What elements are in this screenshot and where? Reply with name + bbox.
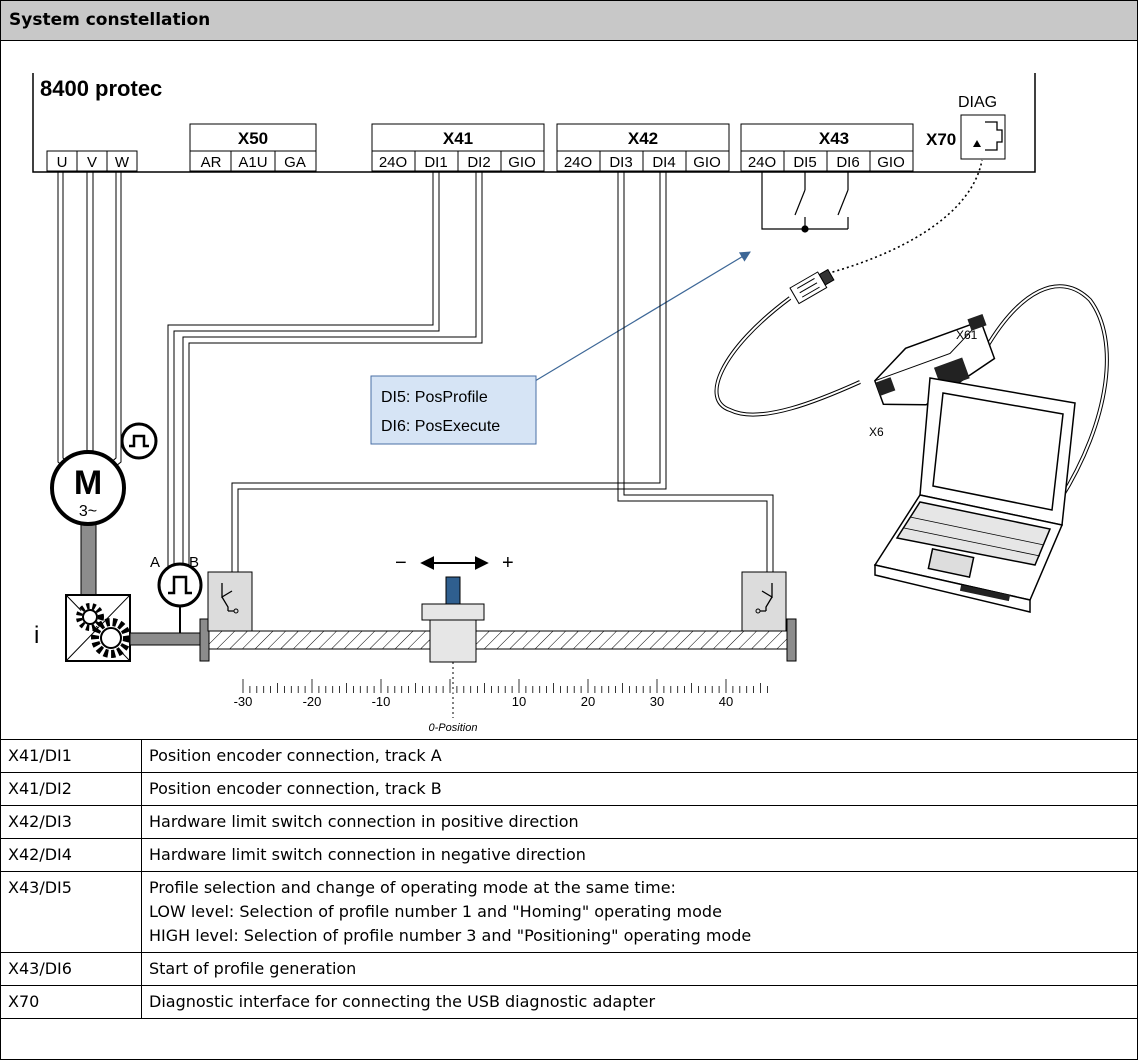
carriage	[421, 576, 485, 718]
scale-tick-label: -20	[303, 694, 322, 709]
gearbox: i	[34, 594, 131, 662]
section-title: System constellation	[9, 10, 211, 30]
signal-description: Start of profile generation	[141, 952, 1138, 986]
spindle-axis	[199, 618, 797, 662]
signal-description: Hardware limit switch connection in nega…	[141, 838, 1138, 872]
zero-position-label: 0-Position	[429, 722, 478, 734]
direction-minus: −	[395, 552, 407, 574]
x43-label: X43	[819, 129, 849, 148]
drive-shaft	[129, 632, 203, 646]
motor-encoder-icon	[120, 422, 158, 460]
signal-description: Diagnostic interface for connecting the …	[141, 985, 1138, 1019]
pin-u: U	[57, 154, 68, 171]
table-row: X41/DI2 Position encoder connection, tra…	[0, 772, 1138, 806]
table-row: X70 Diagnostic interface for connecting …	[0, 985, 1138, 1019]
gear-large-icon	[91, 618, 131, 658]
controller-device: 8400 protec	[32, 73, 1036, 173]
signal-key: X43/DI5	[0, 871, 142, 953]
limit-switch-negative	[207, 571, 253, 632]
terminal-x43: X43 24O DI5 DI6 GIO	[740, 123, 914, 172]
scale-tick-label: 10	[512, 694, 526, 709]
x42-pin-di4: DI4	[652, 154, 675, 171]
x41-pin-di1: DI1	[424, 154, 447, 171]
direction-indicator: − +	[395, 552, 514, 574]
x42-pin-di3: DI3	[609, 154, 632, 171]
signal-table: X41/DI1 Position encoder connection, tra…	[0, 739, 1138, 1019]
callout-line2: DI6: PosExecute	[381, 418, 500, 435]
signal-key: X41/DI1	[0, 739, 142, 773]
motor-phase: 3~	[79, 503, 97, 520]
terminal-x42: X42 24O DI3 DI4 GIO	[556, 123, 730, 172]
pin-v: V	[87, 154, 97, 171]
signal-key: X70	[0, 985, 142, 1019]
direction-plus: +	[502, 552, 514, 574]
track-a-label: A	[150, 554, 160, 571]
scale-tick-label: -30	[234, 694, 253, 709]
wiring-diagram: 8400 protec U V W X50 AR A1U GA X41 24O …	[32, 73, 1109, 734]
scale-tick-label: -10	[372, 694, 391, 709]
section-header: System constellation	[1, 1, 1137, 41]
signal-key: X41/DI2	[0, 772, 142, 806]
x43-pin-gio: GIO	[877, 154, 905, 171]
pin-ar: AR	[201, 154, 222, 171]
x41-pin-24o: 24O	[379, 154, 407, 171]
usb-adapter: X61 X6	[714, 268, 1109, 502]
x42-label: X42	[628, 129, 658, 148]
terminal-motor: U V W	[46, 150, 138, 172]
x6-label: X6	[869, 425, 884, 439]
signal-key: X42/DI4	[0, 838, 142, 872]
pin-ga: GA	[284, 154, 306, 171]
x43-pin-di5: DI5	[793, 154, 816, 171]
shaft-encoder: A B	[150, 554, 203, 633]
limit-switch-positive	[741, 571, 787, 632]
diag-label: DIAG	[958, 94, 997, 111]
laptop	[873, 377, 1076, 613]
table-row: X43/DI6 Start of profile generation	[0, 952, 1138, 986]
gear-ratio-label: i	[34, 622, 39, 649]
pin-w: W	[115, 154, 130, 171]
switch-assembly	[761, 171, 849, 233]
callout-arrow	[534, 251, 751, 382]
signal-description: Hardware limit switch connection in posi…	[141, 805, 1138, 839]
table-row: X42/DI4 Hardware limit switch connection…	[0, 838, 1138, 872]
x70-label: X70	[926, 130, 956, 149]
signal-key: X42/DI3	[0, 805, 142, 839]
table-row: X43/DI5 Profile selection and change of …	[0, 871, 1138, 953]
diag-cable	[817, 159, 983, 277]
x43-pin-24o: 24O	[748, 154, 776, 171]
x41-label: X41	[443, 129, 473, 148]
scale-tick-label: 20	[581, 694, 595, 709]
x41-pin-di2: DI2	[467, 154, 490, 171]
x42-pin-24o: 24O	[564, 154, 592, 171]
encoder-wires	[167, 171, 483, 580]
position-scale: -30 -20 -10 10 20 30 40 0-Position	[234, 679, 770, 734]
terminal-x70: X70 DIAG	[926, 94, 1006, 160]
signal-description: Position encoder connection, track A	[141, 739, 1138, 773]
terminal-x41: X41 24O DI1 DI2 GIO	[371, 123, 545, 172]
terminal-x50: X50 AR A1U GA	[189, 123, 317, 172]
track-b-label: B	[189, 554, 199, 571]
signal-description: Profile selection and change of operatin…	[141, 871, 1138, 953]
x50-label: X50	[238, 129, 268, 148]
scale-tick-label: 30	[650, 694, 664, 709]
x43-pin-di6: DI6	[836, 154, 859, 171]
table-row: X42/DI3 Hardware limit switch connection…	[0, 805, 1138, 839]
motor-symbol: M	[74, 464, 102, 502]
x42-pin-gio: GIO	[693, 154, 721, 171]
signal-key: X43/DI6	[0, 952, 142, 986]
callout-box: DI5: PosProfile DI6: PosExecute	[370, 375, 537, 445]
motor-wires	[57, 171, 122, 479]
x41-pin-gio: GIO	[508, 154, 536, 171]
gear-small-icon	[76, 603, 104, 631]
callout-line1: DI5: PosProfile	[381, 389, 488, 406]
scale-tick-label: 40	[719, 694, 733, 709]
signal-description: Position encoder connection, track B	[141, 772, 1138, 806]
table-row: X41/DI1 Position encoder connection, tra…	[0, 739, 1138, 773]
device-name: 8400 protec	[40, 76, 162, 101]
motor: M 3~	[50, 422, 158, 596]
x61-label: X61	[956, 328, 978, 342]
pin-a1u: A1U	[238, 154, 267, 171]
limit-switch-wires	[231, 171, 774, 572]
